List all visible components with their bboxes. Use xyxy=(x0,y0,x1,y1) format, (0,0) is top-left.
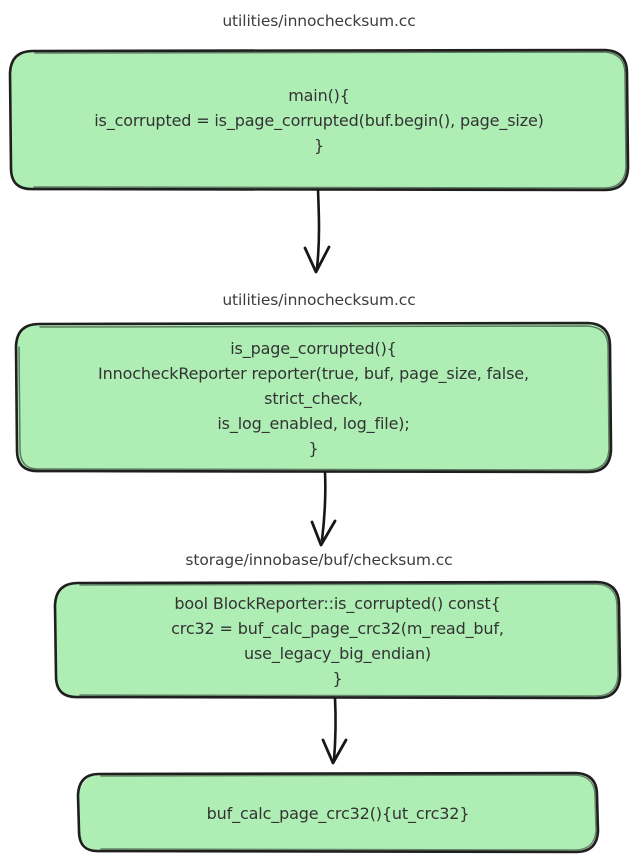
node-is-page-corrupted[interactable]: is_page_corrupted(){ InnocheckReporter r… xyxy=(17,324,610,472)
node-main[interactable]: main(){ is_corrupted = is_page_corrupted… xyxy=(11,51,627,190)
node-buf-calc-label: buf_calc_page_crc32(){ut_crc32} xyxy=(206,803,470,823)
edge-3-arrow xyxy=(321,696,348,765)
file-label-1: utilities/innochecksum.cc xyxy=(222,12,416,30)
node-buf-calc[interactable]: buf_calc_page_crc32(){ut_crc32} xyxy=(79,774,597,852)
node-block-reporter-label: bool BlockReporter::is_corrupted() const… xyxy=(171,593,504,688)
edge-1-arrow xyxy=(303,188,331,274)
node-main-label: main(){ is_corrupted = is_page_corrupted… xyxy=(94,86,544,155)
node-is-page-corrupted-label: is_page_corrupted(){ InnocheckReporter r… xyxy=(98,338,529,458)
node-block-reporter[interactable]: bool BlockReporter::is_corrupted() const… xyxy=(56,583,619,698)
edge-2-arrow xyxy=(310,470,337,547)
file-label-3: storage/innobase/buf/checksum.cc xyxy=(185,551,453,569)
file-label-2: utilities/innochecksum.cc xyxy=(222,291,416,309)
